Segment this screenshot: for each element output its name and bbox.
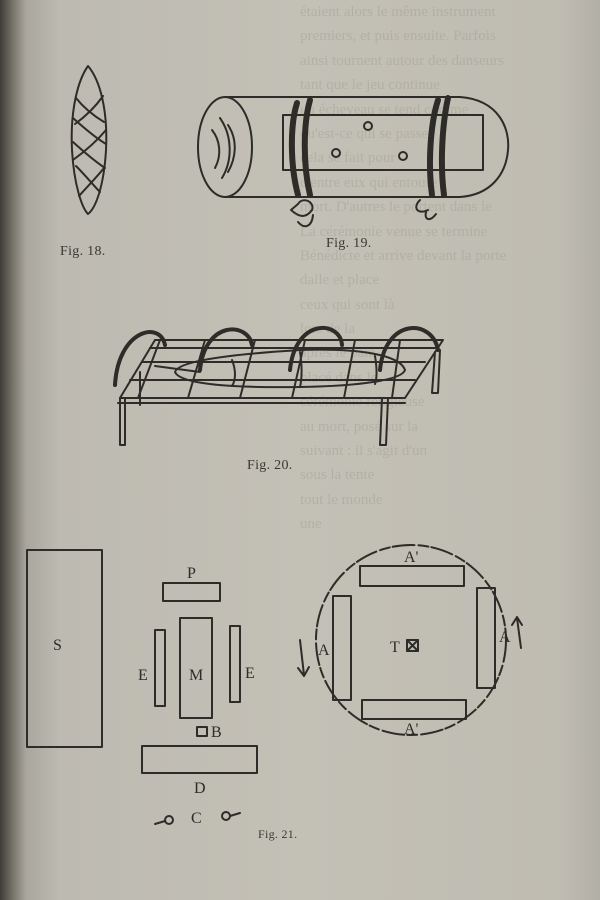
label-e-right: E xyxy=(245,665,255,682)
rect-a-prime-bottom xyxy=(361,699,467,720)
label-e-left: E xyxy=(138,667,148,684)
label-a-left: A xyxy=(318,642,330,659)
label-d: D xyxy=(194,780,206,797)
label-s: S xyxy=(53,637,62,654)
rect-a-prime-top xyxy=(359,565,465,587)
fig18-bundle-drawing xyxy=(70,65,108,215)
label-a-prime-bottom: A' xyxy=(404,721,419,738)
rect-a-right xyxy=(476,587,496,689)
rect-s xyxy=(26,549,103,748)
caption-fig20: Fig. 20. xyxy=(247,458,293,473)
fig21-layout-drawing xyxy=(26,549,258,825)
fig19-log-drawing xyxy=(197,95,510,228)
label-m: M xyxy=(189,667,203,684)
rect-b xyxy=(196,726,208,737)
down-arrow xyxy=(299,639,305,676)
caption-fig19: Fig. 19. xyxy=(326,236,372,251)
c-right-ring xyxy=(221,811,231,821)
label-b: B xyxy=(211,724,222,741)
label-t: T xyxy=(390,639,400,656)
rect-m xyxy=(179,617,213,719)
label-a-prime-top: A' xyxy=(404,549,419,566)
c-left-ring xyxy=(164,815,174,825)
rect-e-left xyxy=(154,629,166,707)
show-through-text: étaient alors le même instrument premier… xyxy=(300,4,507,533)
rect-a-left xyxy=(332,595,352,701)
caption-fig18: Fig. 18. xyxy=(60,244,106,259)
dashed-circle xyxy=(315,544,507,736)
up-arrow xyxy=(516,617,522,649)
fig21-circle-drawing xyxy=(297,544,523,736)
rect-p xyxy=(162,582,221,602)
rect-d xyxy=(141,745,258,774)
fig20-bier-drawing xyxy=(113,325,444,446)
caption-fig21: Fig. 21. xyxy=(258,827,298,841)
t-marker-box xyxy=(406,639,419,652)
label-p: P xyxy=(187,565,196,582)
rect-e-right xyxy=(229,625,241,703)
label-a-right: A xyxy=(499,629,511,646)
label-c: C xyxy=(191,810,202,827)
